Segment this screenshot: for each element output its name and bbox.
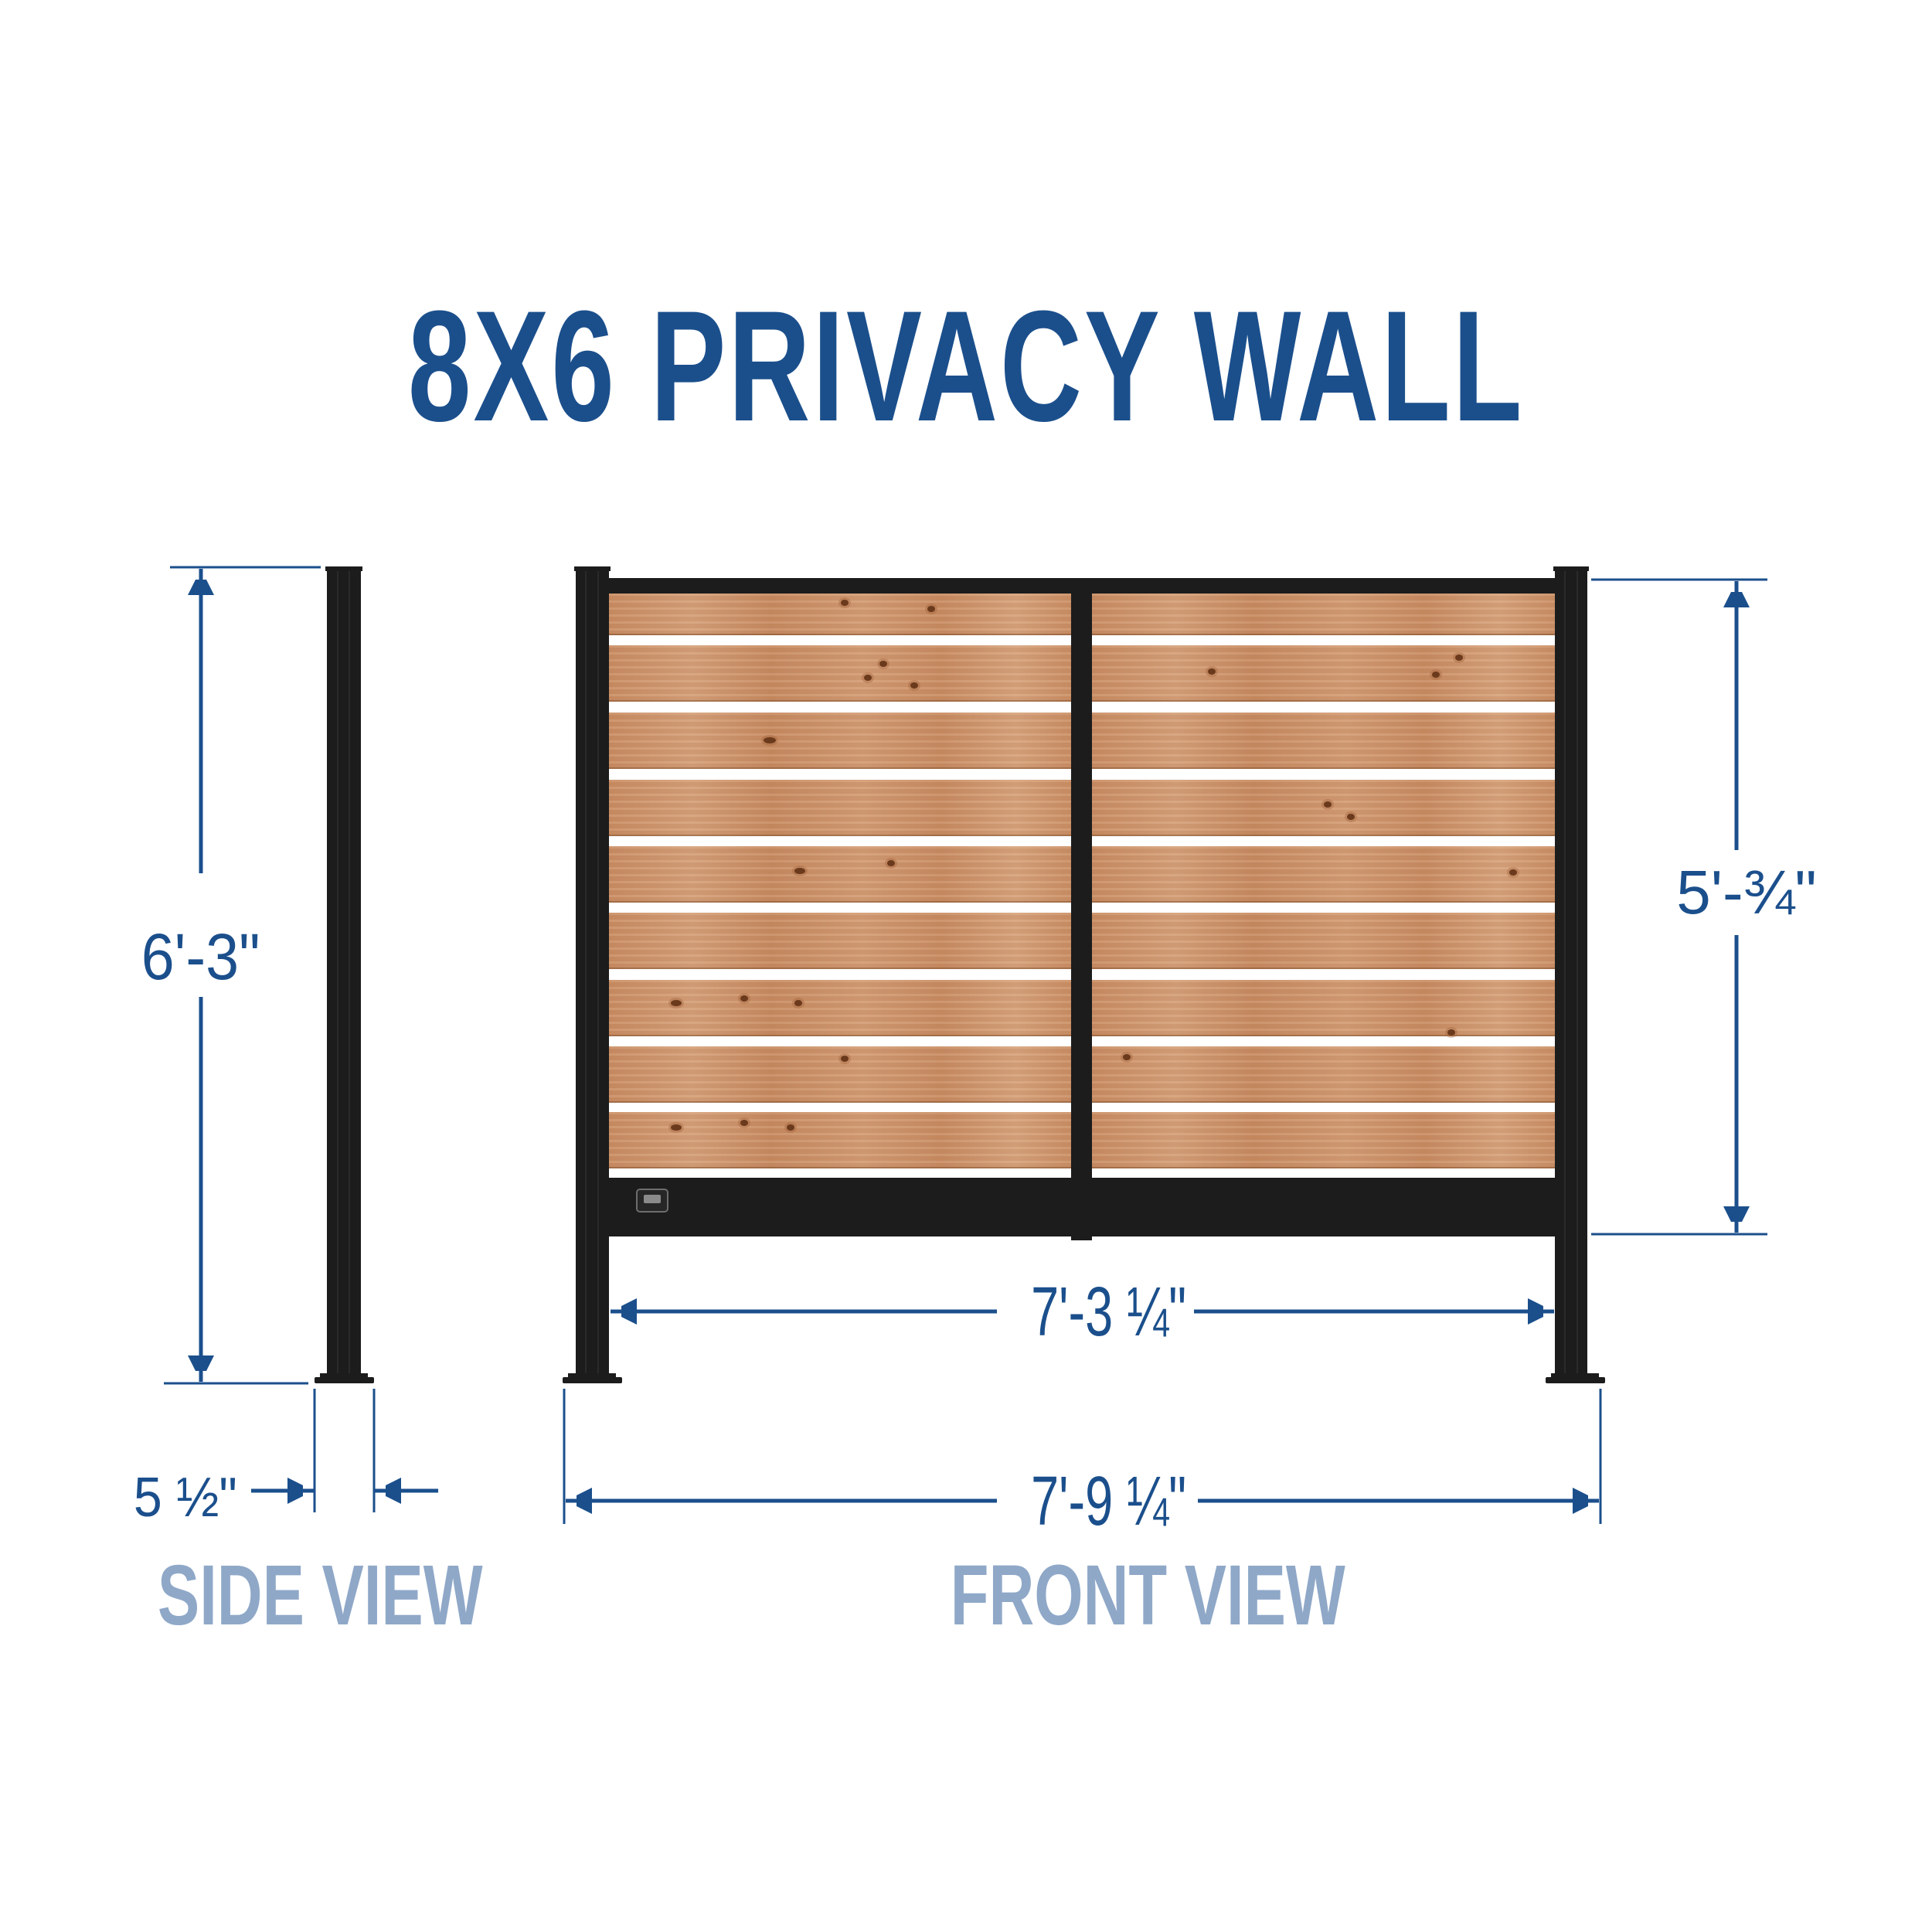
- page-title-text: 8X6 PRIVACY WALL: [407, 278, 1525, 454]
- side-view-base-step: [320, 1373, 368, 1378]
- board: [609, 913, 1071, 969]
- board: [609, 780, 1071, 836]
- front-left-base-plate: [563, 1377, 622, 1383]
- side-height-label: 6'-3": [131, 922, 270, 992]
- front-right-base-step: [1551, 1373, 1599, 1378]
- front-left-post-cap: [574, 566, 611, 571]
- side-view-label: SIDE VIEW: [157, 1548, 483, 1643]
- board: [1092, 645, 1555, 702]
- front-left-base-step: [568, 1373, 616, 1378]
- front-view-label: FRONT VIEW: [950, 1548, 1345, 1643]
- front-right-base-plate: [1546, 1377, 1605, 1383]
- board: [1092, 780, 1555, 836]
- brand-badge-icon: [636, 1189, 668, 1213]
- page-title: 8X6 PRIVACY WALL: [0, 287, 1932, 445]
- front-left-post: [576, 568, 609, 1377]
- board: [609, 645, 1071, 702]
- side-view-post: [327, 568, 361, 1377]
- board: [1092, 980, 1555, 1036]
- board: [1092, 1112, 1555, 1168]
- center-divider-post: [1071, 581, 1092, 1240]
- board: [1092, 594, 1555, 635]
- board: [609, 1046, 1071, 1103]
- board: [1092, 1046, 1555, 1103]
- bottom-rail: [609, 1178, 1555, 1236]
- board: [609, 1112, 1071, 1168]
- front-right-post: [1555, 568, 1587, 1377]
- board: [609, 594, 1071, 635]
- board: [1092, 913, 1555, 969]
- side-view-base-plate: [315, 1377, 374, 1383]
- side-view-post-cap: [325, 566, 362, 571]
- side-width-label: 5 ½": [124, 1467, 247, 1529]
- board: [1092, 713, 1555, 769]
- front-right-post-cap: [1553, 566, 1589, 571]
- board: [609, 846, 1071, 903]
- board: [1092, 846, 1555, 903]
- board: [609, 713, 1071, 769]
- board: [609, 980, 1071, 1036]
- inner-width-label: 7'-3 ¼": [1001, 1277, 1194, 1347]
- overall-width-label: 7'-9 ¼": [1001, 1467, 1194, 1536]
- front-height-label: 5'-¾": [1669, 858, 1824, 927]
